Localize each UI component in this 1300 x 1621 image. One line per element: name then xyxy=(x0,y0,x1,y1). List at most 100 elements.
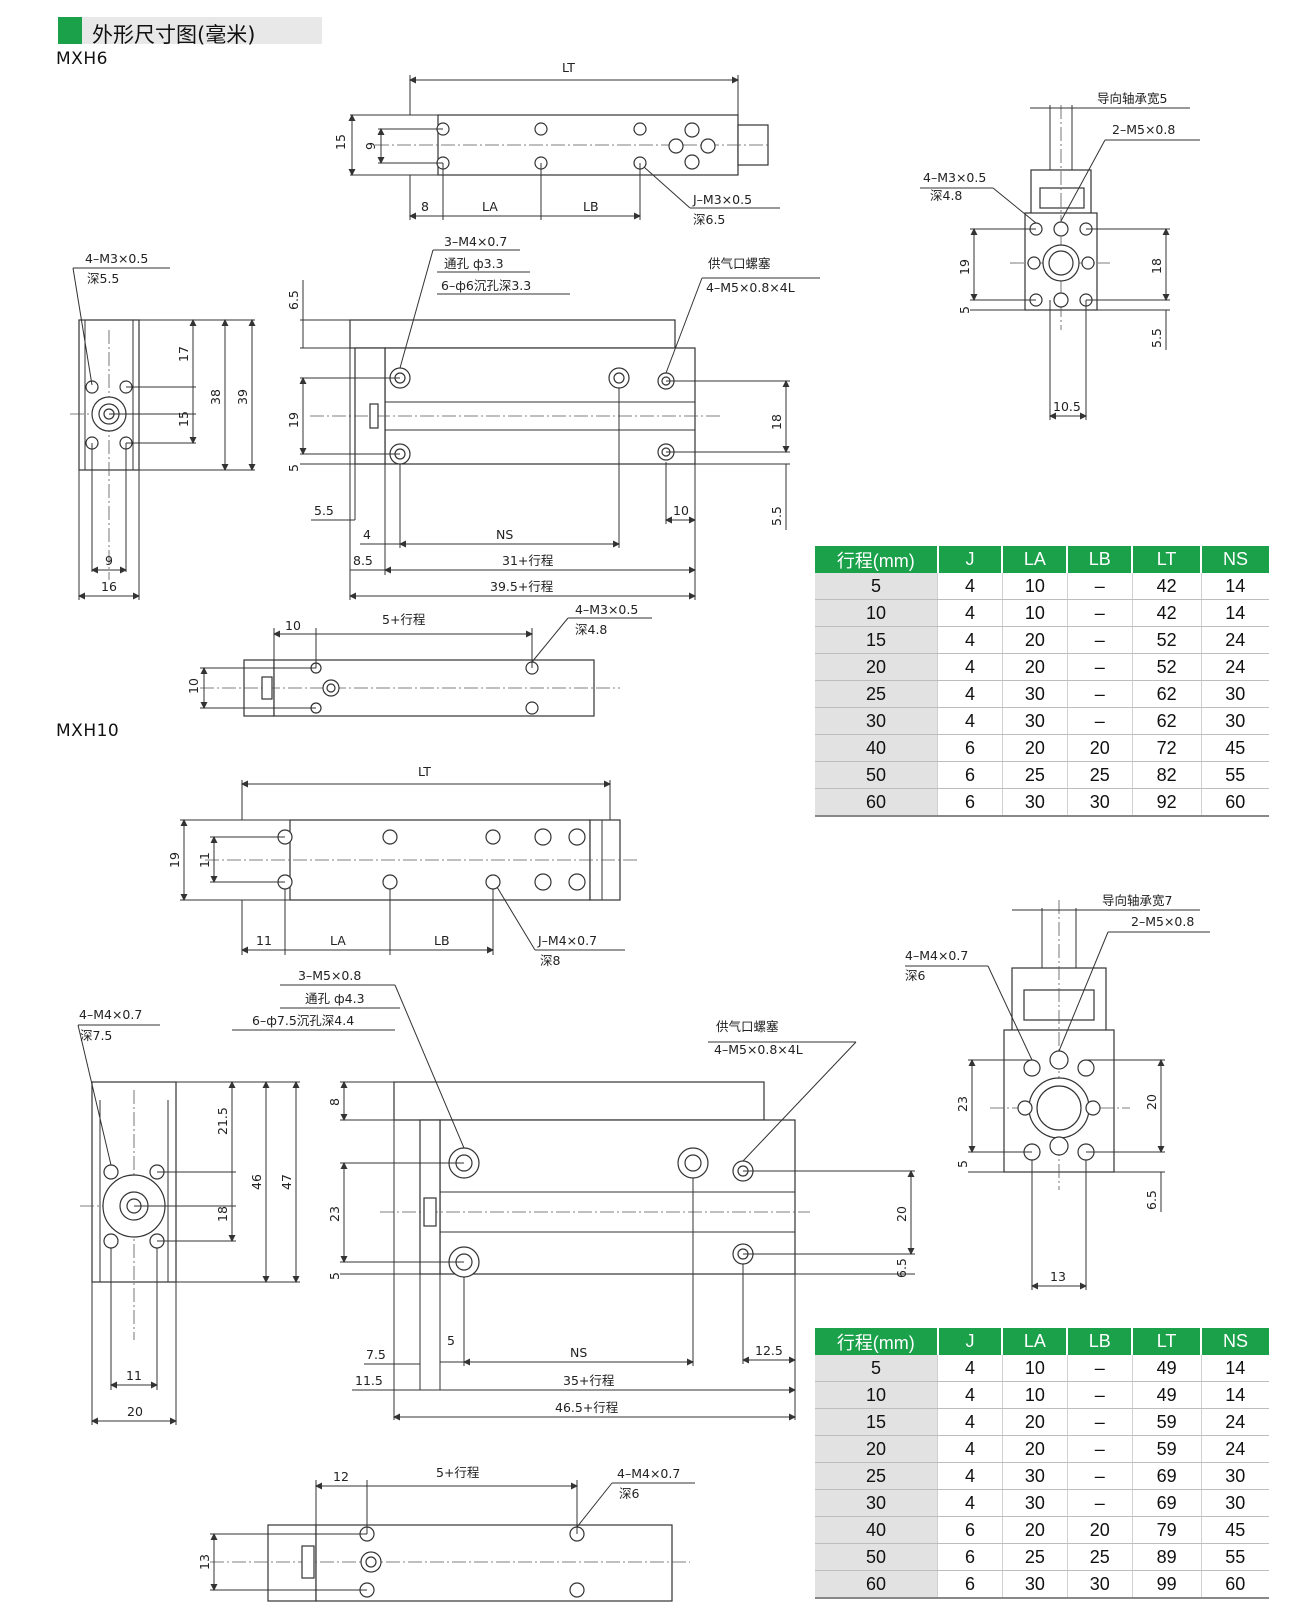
mxh10-end-dim-47: 47 xyxy=(279,1174,294,1190)
table-cell: – xyxy=(1067,1435,1133,1463)
table-cell: – xyxy=(1067,573,1133,600)
mxh6-bottom-depth: 深4.8 xyxy=(575,622,607,637)
table-cell: 24 xyxy=(1201,653,1269,681)
column-header: LT xyxy=(1132,546,1203,573)
table-cell: 42 xyxy=(1132,599,1202,627)
table-cell: 30 xyxy=(1201,1462,1269,1490)
mxh10-top-view: LT 19 11 11 LA LB J–M4×0.7 深8 xyxy=(167,764,640,968)
table-cell: 49 xyxy=(1132,1381,1202,1409)
table-cell: 42 xyxy=(1132,573,1202,600)
table-cell: 30 xyxy=(815,1489,939,1517)
mxh6-side-dim-5-5-right: 5.5 xyxy=(769,506,784,526)
table-cell: 25 xyxy=(1067,1543,1133,1571)
table-cell: 55 xyxy=(1201,761,1269,789)
mxh6-top-view: LT 15 9 8 LA LB J–M3×0.5 深6.5 xyxy=(333,60,780,227)
mxh6-side-callout-3: 6–ф6沉孔深3.3 xyxy=(441,278,531,293)
mxh6-end-dim-16: 16 xyxy=(101,579,117,594)
table-cell: 10 xyxy=(1002,1355,1068,1382)
table-cell: 92 xyxy=(1132,788,1202,817)
mxh10-end-dim-20: 20 xyxy=(127,1404,143,1419)
mxh6-front-dim-5: 5 xyxy=(957,306,972,314)
table-cell: 4 xyxy=(937,599,1003,627)
model-label-mxh10: MXH10 xyxy=(56,721,120,741)
table-cell: – xyxy=(1067,1355,1133,1382)
mxh10-side-dim-46-5: 46.5+行程 xyxy=(555,1400,619,1415)
mxh10-side-dim-5: 5 xyxy=(327,1272,342,1280)
mxh6-side-dim-31: 31+行程 xyxy=(502,553,554,568)
mxh10-top-dim-19: 19 xyxy=(167,852,182,868)
table-cell: – xyxy=(1067,653,1133,681)
mxh6-front-thread-m3: 4–M3×0.5 xyxy=(923,170,986,185)
table-cell: 60 xyxy=(1201,1570,1269,1599)
column-header: J xyxy=(937,1328,1004,1355)
table-cell: 50 xyxy=(815,1543,939,1571)
column-header: LA xyxy=(1002,546,1069,573)
mxh10-side-callout-3: 6–ф7.5沉孔深4.4 xyxy=(252,1013,354,1028)
mxh10-top-dim-la: LA xyxy=(330,933,346,948)
table-cell: 99 xyxy=(1132,1570,1202,1599)
table-cell: 20 xyxy=(1002,1516,1068,1544)
table-cell: 10 xyxy=(1002,599,1068,627)
column-header: 行程(mm) xyxy=(815,1328,939,1355)
table-cell: 14 xyxy=(1201,573,1269,600)
table-cell: 62 xyxy=(1132,680,1202,708)
mxh6-side-plug-spec: 4–M5×0.8×4L xyxy=(706,280,795,295)
table-cell: 89 xyxy=(1132,1543,1202,1571)
table-cell: 30 xyxy=(1201,1489,1269,1517)
mxh10-side-dim-7-5: 7.5 xyxy=(366,1347,386,1362)
table-cell: – xyxy=(1067,1381,1133,1409)
mxh6-end-dim-17: 17 xyxy=(176,346,191,362)
table-cell: 30 xyxy=(1002,1570,1068,1599)
table-cell: 25 xyxy=(815,680,939,708)
mxh10-side-dim-11-5: 11.5 xyxy=(355,1373,383,1388)
mxh6-front-guide-bearing: 导向轴承宽5 xyxy=(1097,91,1167,106)
table-cell: – xyxy=(1067,599,1133,627)
table-cell: 30 xyxy=(1002,680,1068,708)
mxh10-bottom-view: 12 5+行程 4–M4×0.7 深6 13 xyxy=(197,1465,695,1602)
column-header: LB xyxy=(1067,546,1134,573)
table-cell: 5 xyxy=(815,1355,939,1382)
table-cell: 30 xyxy=(1002,788,1068,817)
table-cell: 60 xyxy=(1201,788,1269,817)
table-cell: 25 xyxy=(1002,1543,1068,1571)
mxh10-side-plug: 供气口螺塞 xyxy=(716,1019,779,1034)
mxh6-side-callout-2: 通孔 ф3.3 xyxy=(444,256,504,271)
table-cell: 5 xyxy=(815,573,939,600)
mxh10-side-callout-1: 3–M5×0.8 xyxy=(298,968,361,983)
mxh6-side-dim-39-5: 39.5+行程 xyxy=(490,579,554,594)
mxh10-front-view: 导向轴承宽7 2–M5×0.8 4–M4×0.7 深6 23 5 20 6.5 … xyxy=(905,893,1210,1290)
table-cell: 30 xyxy=(1067,1570,1133,1599)
mxh10-top-dim-11-bottom: 11 xyxy=(256,933,272,948)
mxh10-end-view: 4–M4×0.7 深7.5 21.5 18 46 47 11 20 xyxy=(77,1007,300,1425)
table-cell: 40 xyxy=(815,734,939,762)
table-cell: – xyxy=(1067,680,1133,708)
mxh10-side-dim-35: 35+行程 xyxy=(563,1373,615,1388)
table-cell: 60 xyxy=(815,788,939,817)
header-accent-square xyxy=(58,17,82,44)
column-header: NS xyxy=(1201,1328,1269,1355)
mxh6-front-depth: 深4.8 xyxy=(930,188,962,203)
mxh10-front-dim-23: 23 xyxy=(955,1096,970,1112)
mxh6-side-dim-8-5: 8.5 xyxy=(353,553,373,568)
column-header: NS xyxy=(1201,546,1269,573)
mxh6-bottom-view: 10 5+行程 4–M3×0.5 深4.8 10 xyxy=(186,602,652,717)
table-cell: 20 xyxy=(815,653,939,681)
mxh6-top-dim-la: LA xyxy=(482,199,498,214)
column-header: 行程(mm) xyxy=(815,546,939,573)
table-cell: 4 xyxy=(937,1489,1003,1517)
mxh10-front-thread-m5: 2–M5×0.8 xyxy=(1131,914,1194,929)
table-cell: – xyxy=(1067,1489,1133,1517)
table-cell: 24 xyxy=(1201,1408,1269,1436)
mxh10-bottom-dim-13: 13 xyxy=(197,1554,212,1570)
mxh6-top-dim-lt: LT xyxy=(562,60,575,75)
mxh10-side-callout-2: 通孔 ф4.3 xyxy=(305,991,365,1006)
